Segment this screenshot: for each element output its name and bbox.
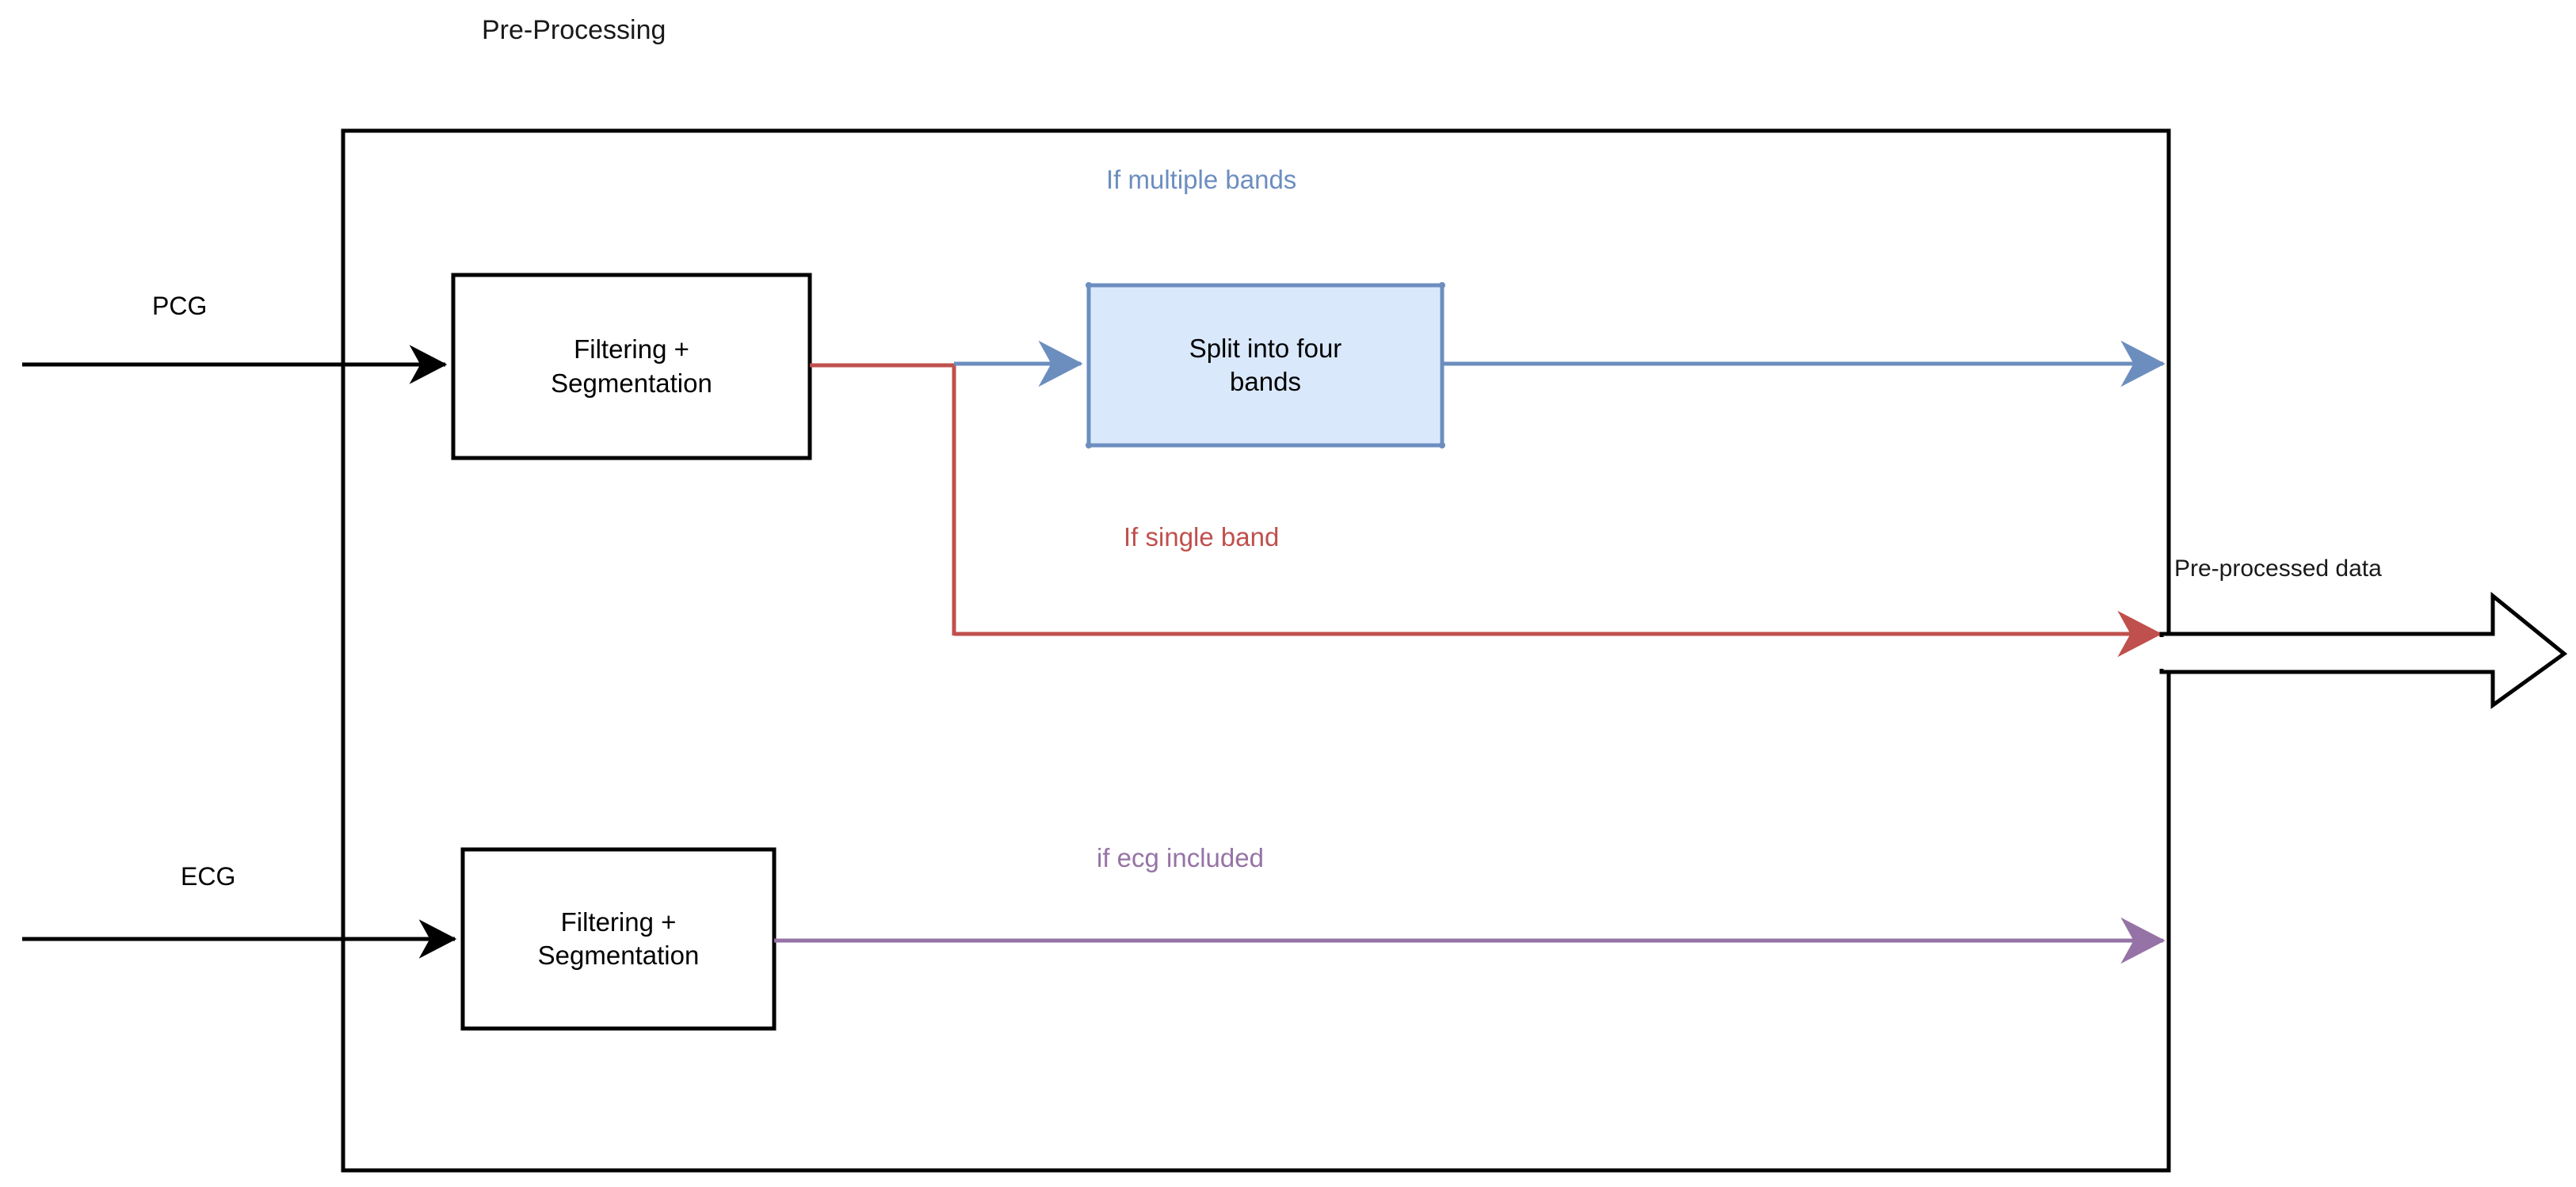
edge-label-if-single-band: If single band xyxy=(1124,522,1280,552)
node-label-line-1: Filtering + xyxy=(574,334,689,364)
input-label-pcg: PCG xyxy=(152,292,208,320)
node-label-filtering-segmentation-ecg: Filtering + Segmentation xyxy=(463,849,774,1029)
node-label-line-2: Segmentation xyxy=(537,941,700,970)
node-filtering-segmentation-pcg xyxy=(451,273,812,460)
page-title: Pre-Processing xyxy=(482,15,666,45)
output-label-pre-processed-data: Pre-processed data xyxy=(2174,555,2382,582)
split-bands-anchor-bl xyxy=(1086,442,1092,448)
pre-processed-data-block-arrow xyxy=(2159,591,2568,709)
split-bands-anchor-br xyxy=(1439,442,1445,448)
node-label-line-1: Split into four xyxy=(1189,333,1342,363)
edge-label-if-multiple-bands: If multiple bands xyxy=(1106,165,1297,194)
node-label-filtering-segmentation-pcg: Filtering + Segmentation xyxy=(453,275,810,458)
node-label-line-2: bands xyxy=(1230,367,1301,396)
node-label-line-1: Filtering + xyxy=(560,906,677,937)
node-split-into-four-bands xyxy=(1086,283,1444,448)
node-label-split-into-four-bands: Split into four bands xyxy=(1089,285,1442,445)
node-label-line-2: Segmentation xyxy=(551,368,712,398)
node-filtering-segmentation-ecg xyxy=(460,847,777,1031)
split-bands-anchor-tl xyxy=(1086,282,1092,288)
input-label-ecg: ECG xyxy=(181,862,236,891)
edge-label-if-ecg-included: if ecg included xyxy=(1097,843,1264,872)
split-bands-anchor-tr xyxy=(1439,282,1445,288)
